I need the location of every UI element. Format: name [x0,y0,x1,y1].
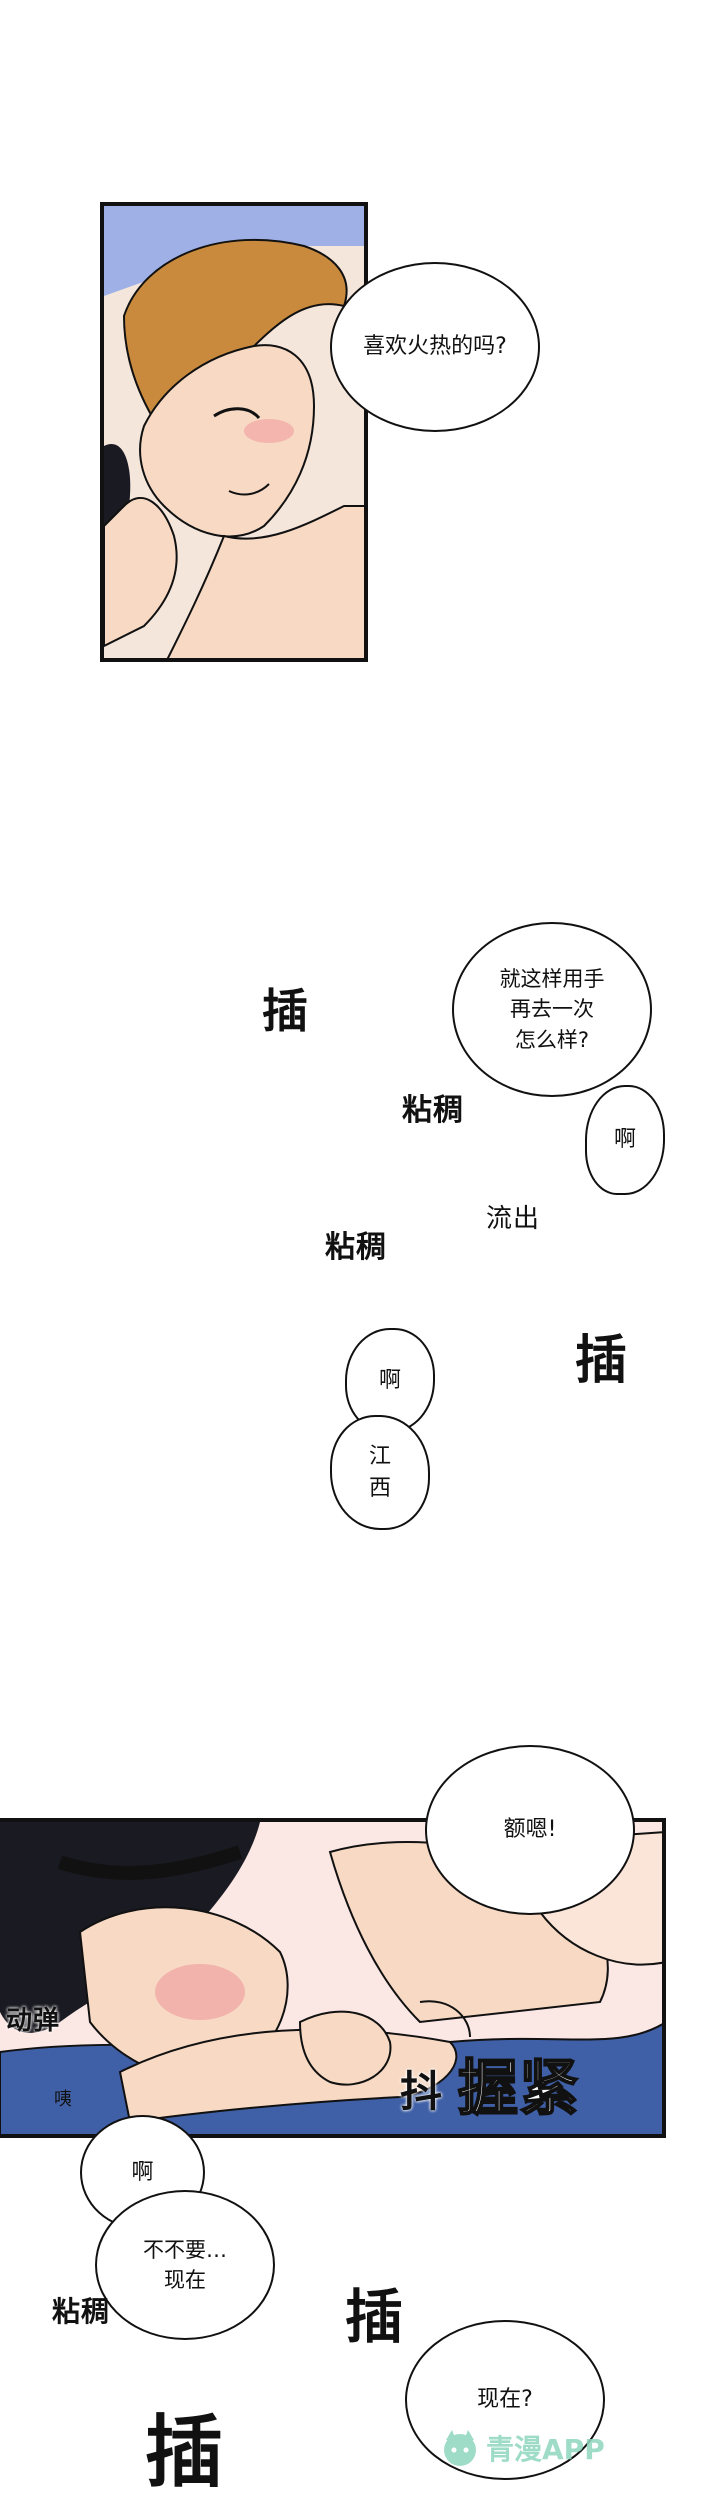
sfx-cha-3: 插 [345,2283,405,2351]
speech-line-3: 怎么样? [514,1027,590,1052]
sfx-yi: 咦 [54,2089,73,2110]
panel-1 [100,202,368,662]
speech-text: 啊 [131,2159,154,2185]
panel-2 [0,1818,666,2138]
speech-line-2: 再去一次 [510,997,594,1022]
panel-1-art [104,206,364,658]
sfx-zhantong-2: 粘稠 [325,1230,387,1265]
speech-line-1: 江 [368,1443,391,1469]
sfx-zhantong-3: 粘稠 [52,2295,111,2328]
sfx-liuchu: 流出 [486,1204,541,1234]
speech-bubble-suggestion: 就这样用手 再去一次 怎么样? [452,922,652,1097]
sfx-dou: 抖 [400,2067,444,2116]
speech-bubble-eem: 额嗯! [425,1745,635,1915]
sfx-cha-1: 插 [262,984,309,1038]
speech-line-2: 现在 [164,2268,206,2292]
watermark-text: 青漫APP [486,2433,605,2466]
speech-text: 啊 [378,1367,401,1393]
speech-text: 喜欢火热的吗? [363,334,507,360]
cat-logo-icon [444,2430,476,2466]
watermark: 青漫APP [440,2428,605,2468]
speech-line-2: 西 [368,1475,391,1501]
speech-bubble-panel1: 喜欢火热的吗? [330,262,540,432]
speech-bubble-ah-1: 啊 [585,1085,665,1195]
sfx-cha-2: 插 [575,1331,629,1391]
speech-text: 额嗯! [503,1817,557,1843]
speech-text: 啊 [613,1127,636,1153]
sfx-zhantong-1: 粘稠 [402,1093,464,1128]
speech-bubble-jiangxi: 江 西 [330,1415,430,1530]
speech-bubble-buyao: 不不要… 现在 [95,2190,275,2340]
sfx-cha-4: 插 [145,2408,225,2498]
sfx-wojin: 握紧 [457,2053,580,2125]
speech-line-1: 不不要… [143,2237,227,2262]
speech-bubble-xianzai: 现在? [405,2320,605,2480]
sfx-dongdan: 动弹 [6,2006,61,2036]
speech-text: 现在? [477,2387,533,2413]
speech-line-1: 就这样用手 [499,966,605,991]
